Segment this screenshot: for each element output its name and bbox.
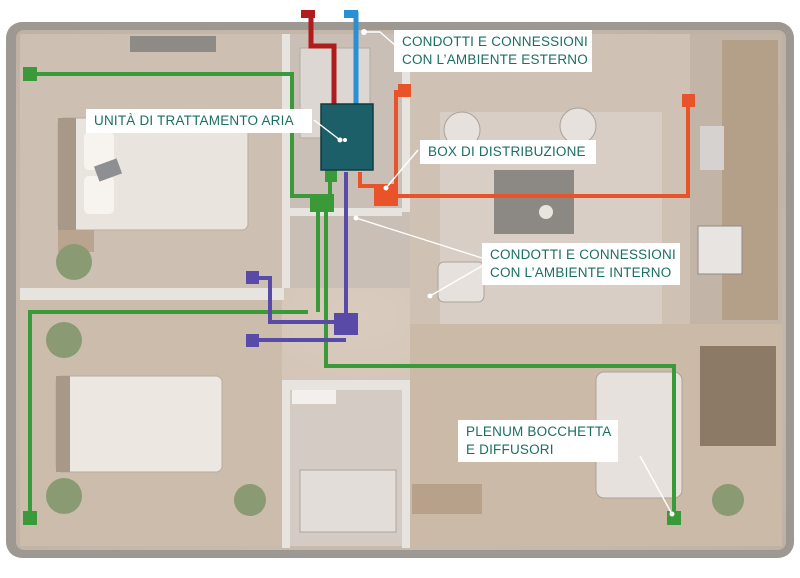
green-duct-bedroom-bottom	[28, 310, 308, 518]
leader-outdoor-ducts	[364, 31, 397, 47]
leader-lines	[313, 31, 673, 515]
sideboard	[700, 346, 776, 446]
green-terminal-bottom-left	[23, 511, 37, 525]
headboard-top	[58, 118, 76, 230]
plant-bottom-left	[46, 478, 82, 514]
leader-dots	[337, 29, 675, 517]
supply-duct-right	[394, 100, 690, 198]
stove	[697, 225, 743, 275]
label-outdoor-ducts-line2: CON L’AMBIENTE ESTERNO	[402, 52, 588, 67]
supply-duct-fittings	[374, 84, 695, 206]
pillow-top-1	[84, 132, 114, 170]
leader-air-unit	[313, 119, 341, 141]
kitchen-counter	[722, 40, 778, 320]
coffee-table	[494, 170, 574, 234]
book	[93, 158, 123, 182]
leader-distribution-box	[385, 149, 419, 189]
label-indoor-ducts-line1: CONDOTTI E CONNESSIONI	[490, 247, 676, 262]
bed-bottom	[55, 375, 223, 473]
leader-indoor-ducts	[355, 217, 483, 259]
leader-plenum	[639, 455, 673, 515]
label-air-handling-unit-text: UNITÀ DI TRATTAMENTO ARIA	[94, 113, 294, 128]
bench	[412, 484, 482, 514]
supply-terminal-left	[398, 84, 411, 97]
wash-basin	[292, 386, 336, 404]
extract-duct-upper-branch	[252, 276, 346, 324]
label-plenum-diffusers-line2: E DIFFUSORI	[466, 442, 554, 457]
green-reducer	[325, 170, 337, 182]
extract-junction-box	[334, 313, 358, 335]
leader-indoor-ducts-2	[429, 265, 483, 297]
label-plenum-diffusers: PLENUM BOCCHETTA E DIFFUSORI	[458, 420, 618, 462]
armchair-2	[559, 107, 597, 145]
sink	[700, 126, 724, 170]
plant-bottom-right	[712, 484, 744, 516]
distribution-box-shape	[374, 184, 398, 206]
green-duct-fittings	[23, 67, 681, 525]
bowl-1	[539, 205, 553, 219]
green-duct-bedroom-top	[30, 72, 322, 198]
label-distribution-box-text: BOX DI DISTRIBUZIONE	[428, 144, 586, 159]
label-indoor-ducts-line2: CON L’AMBIENTE INTERNO	[490, 265, 672, 280]
ceiling-vent-grille	[130, 36, 216, 52]
green-duct-living	[324, 206, 676, 518]
extract-terminal-lower	[246, 334, 259, 347]
extract-duct-network	[252, 172, 348, 342]
label-air-handling-unit: UNITÀ DI TRATTAMENTO ARIA	[86, 109, 312, 133]
label-outdoor-ducts-line1: CONDOTTI E CONNESSIONI	[402, 34, 588, 49]
plant-bottom-right-of-bed	[234, 484, 266, 516]
label-plenum-diffusers-line1: PLENUM BOCCHETTA	[466, 424, 612, 439]
outdoor-supply-cap	[301, 10, 315, 18]
green-terminal-top-left	[23, 67, 37, 81]
supply-duct-to-box	[358, 172, 378, 188]
label-distribution-box: BOX DI DISTRIBUZIONE	[420, 140, 596, 164]
air-handling-unit-shape	[320, 103, 374, 171]
extract-terminal-upper	[246, 271, 259, 284]
air-handling-unit-dot	[343, 138, 347, 142]
armchair-3	[437, 261, 485, 303]
label-indoor-ducts: CONDOTTI E CONNESSIONI CON L’AMBIENTE IN…	[482, 243, 680, 285]
plant-top-left	[56, 244, 92, 280]
green-junction-box	[310, 194, 334, 212]
pillow-top-2	[84, 176, 114, 214]
extract-duct-fittings	[246, 271, 358, 347]
headboard-bottom	[56, 376, 70, 472]
plant-mid-left	[46, 322, 82, 358]
supply-terminal-right	[682, 94, 695, 107]
outdoor-exhaust-cap	[344, 10, 358, 18]
shower-area	[299, 469, 397, 533]
label-outdoor-ducts: CONDOTTI E CONNESSIONI CON L’AMBIENTE ES…	[394, 30, 592, 72]
